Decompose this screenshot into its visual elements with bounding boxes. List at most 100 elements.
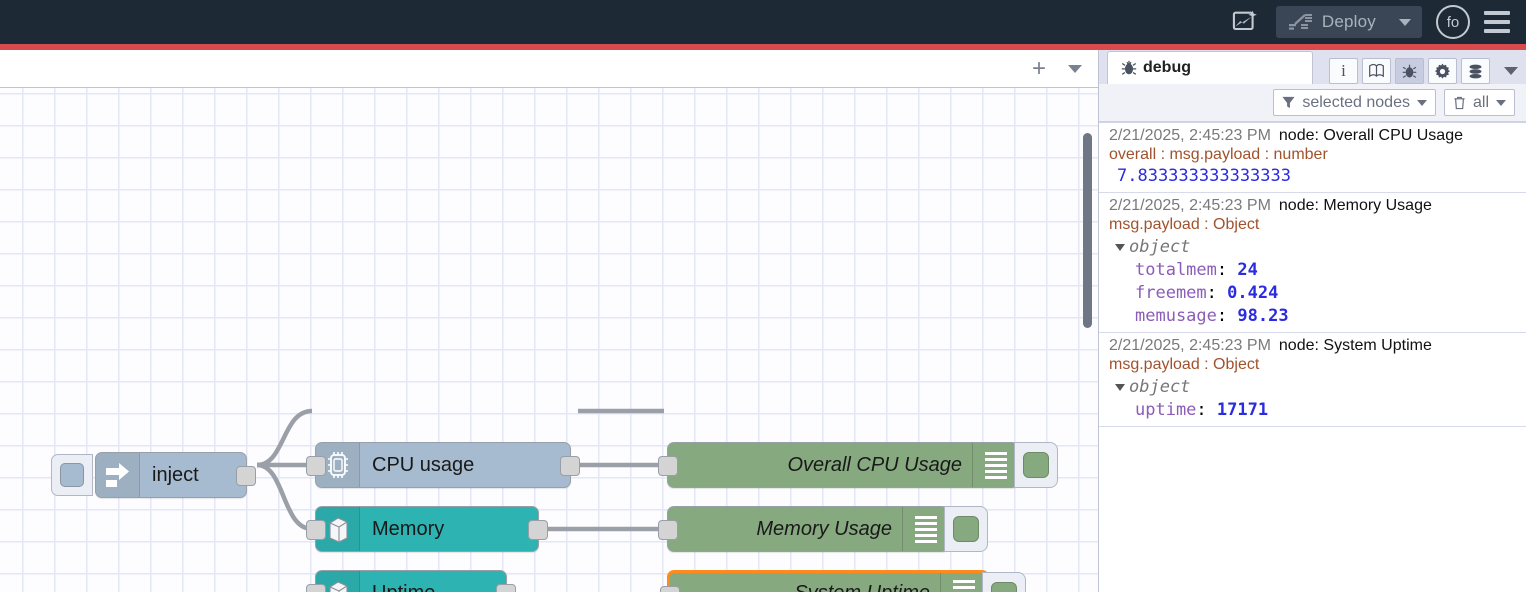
chevron-down-icon (1416, 99, 1427, 106)
chevron-down-icon (1496, 99, 1506, 106)
node-input-port[interactable] (658, 520, 678, 540)
node-cpu-usage[interactable]: CPU usage (306, 442, 580, 488)
deploy-button[interactable]: Deploy (1275, 6, 1422, 38)
object-label: object (1129, 377, 1191, 397)
debug-message-list[interactable]: 2/21/2025, 2:45:23 PM node: Overall CPU U… (1099, 122, 1526, 592)
node-inject-body[interactable]: inject (95, 452, 256, 498)
node-label: System Uptime (670, 582, 940, 592)
debug-clear-label: all (1472, 93, 1489, 111)
debug-bug-icon[interactable] (1395, 58, 1424, 84)
node-input-port[interactable] (306, 520, 326, 540)
sidebar-tab-row: debug i (1099, 50, 1526, 84)
object-property: memusage: 98.23 (1109, 306, 1519, 326)
flow-canvas[interactable]: inject (0, 88, 1098, 592)
node-debug-memory-usage[interactable]: Memory Usage (658, 506, 988, 552)
config-gear-icon[interactable] (1428, 58, 1457, 84)
debug-lines-glyph (914, 515, 937, 543)
tab-debug-label: debug (1143, 59, 1191, 76)
node-debug-overall-cpu-usage[interactable]: Overall CPU Usage (658, 442, 1058, 488)
inject-trigger-button[interactable] (51, 454, 93, 496)
flow-tab-bar: + (0, 50, 1098, 88)
debug-message-source: node: System Uptime (1278, 337, 1432, 354)
debug-filter-label: selected nodes (1302, 93, 1410, 111)
main-menu-button[interactable] (1484, 11, 1510, 33)
sidebar-more-caret-icon[interactable] (1504, 67, 1518, 75)
node-output-port[interactable] (496, 584, 516, 592)
property-value: 98.23 (1237, 306, 1289, 326)
node-debug-system-uptime[interactable]: System Uptime (660, 570, 1026, 592)
debug-message-source: node: Memory Usage (1278, 197, 1432, 214)
tab-debug[interactable]: debug (1107, 51, 1313, 84)
node-memory-body[interactable]: Memory (306, 506, 548, 552)
debug-lines-icon (972, 443, 1018, 487)
context-data-icon[interactable] (1461, 58, 1490, 84)
object-label: object (1129, 237, 1191, 257)
deploy-label: Deploy (1321, 12, 1376, 31)
node-uptime-body[interactable]: Uptime (306, 570, 516, 592)
hamburger-bar (1484, 11, 1510, 15)
node-output-port[interactable] (236, 466, 256, 486)
bug-icon (1121, 60, 1137, 75)
node-label: Memory Usage (756, 517, 892, 540)
debug-toolbar: selected nodes all (1099, 84, 1526, 122)
property-colon: : (1206, 283, 1228, 303)
node-memory[interactable]: Memory (306, 506, 548, 552)
help-book-icon[interactable] (1362, 58, 1391, 84)
deploy-icon (1284, 12, 1318, 32)
triangle-down-icon (1115, 243, 1125, 251)
node-inject[interactable]: inject (51, 452, 256, 498)
debug-message-time: 2/21/2025, 2:45:23 PM (1109, 337, 1271, 354)
debug-lines-icon (940, 573, 986, 592)
node-input-port[interactable] (658, 456, 678, 476)
object-toggle[interactable]: object (1109, 377, 1519, 397)
debug-message-time: 2/21/2025, 2:45:23 PM (1109, 197, 1271, 214)
user-avatar[interactable]: fo (1436, 5, 1470, 39)
node-label: Overall CPU Usage (787, 453, 962, 476)
debug-message-topic: msg.payload : Object (1109, 356, 1260, 373)
debug-message-header: 2/21/2025, 2:45:23 PM node: Memory Usage (1109, 197, 1519, 215)
debug-message-header: 2/21/2025, 2:45:23 PM node: System Uptime (1109, 337, 1519, 355)
object-property: freemem: 0.424 (1109, 283, 1519, 303)
node-output-port[interactable] (560, 456, 580, 476)
flow-list-caret-icon[interactable] (1068, 64, 1082, 73)
sidebar: debug i (1098, 50, 1526, 592)
canvas-vertical-scrollbar[interactable] (1083, 133, 1092, 328)
add-flow-button[interactable]: + (1031, 54, 1046, 82)
object-toggle[interactable]: object (1109, 237, 1519, 257)
node-label: CPU usage (372, 453, 475, 476)
flow-sparkle-icon[interactable] (1228, 6, 1262, 38)
chevron-down-icon (1399, 18, 1411, 26)
debug-filter-dropdown[interactable]: selected nodes (1273, 89, 1436, 116)
node-debug-body[interactable]: Overall CPU Usage (658, 442, 1058, 488)
node-input-port[interactable] (306, 456, 326, 476)
debug-lines-glyph (984, 451, 1007, 479)
workspace: + (0, 50, 1098, 592)
node-output-port[interactable] (528, 520, 548, 540)
debug-clear-dropdown[interactable]: all (1443, 89, 1515, 116)
debug-toggle-button[interactable] (982, 572, 1026, 592)
debug-toggle-button[interactable] (1014, 442, 1058, 488)
debug-toggle-inner (991, 582, 1017, 592)
cpu-chip-icon (316, 443, 360, 487)
info-icon[interactable]: i (1329, 58, 1358, 84)
node-cpu-usage-body[interactable]: CPU usage (306, 442, 580, 488)
debug-message-topic: msg.payload : Object (1109, 216, 1260, 233)
node-input-port[interactable] (306, 584, 326, 592)
deploy-dropdown-caret[interactable] (1390, 6, 1420, 38)
node-debug-body[interactable]: System Uptime (660, 570, 1026, 592)
debug-toggle-button[interactable] (944, 506, 988, 552)
debug-message[interactable]: 2/21/2025, 2:45:23 PM node: System Uptime… (1099, 333, 1526, 427)
debug-message-topic: overall : msg.payload : number (1109, 146, 1328, 163)
deploy-needed-indicator (0, 44, 1526, 50)
property-value: 0.424 (1227, 283, 1279, 303)
node-uptime[interactable]: Uptime (306, 570, 516, 592)
object-property: totalmem: 24 (1109, 260, 1519, 280)
node-debug-body[interactable]: Memory Usage (658, 506, 988, 552)
property-colon: : (1216, 306, 1238, 326)
node-input-port[interactable] (660, 586, 680, 592)
triangle-down-icon (1115, 383, 1125, 391)
debug-message-source: node: Overall CPU Usage (1278, 127, 1463, 144)
